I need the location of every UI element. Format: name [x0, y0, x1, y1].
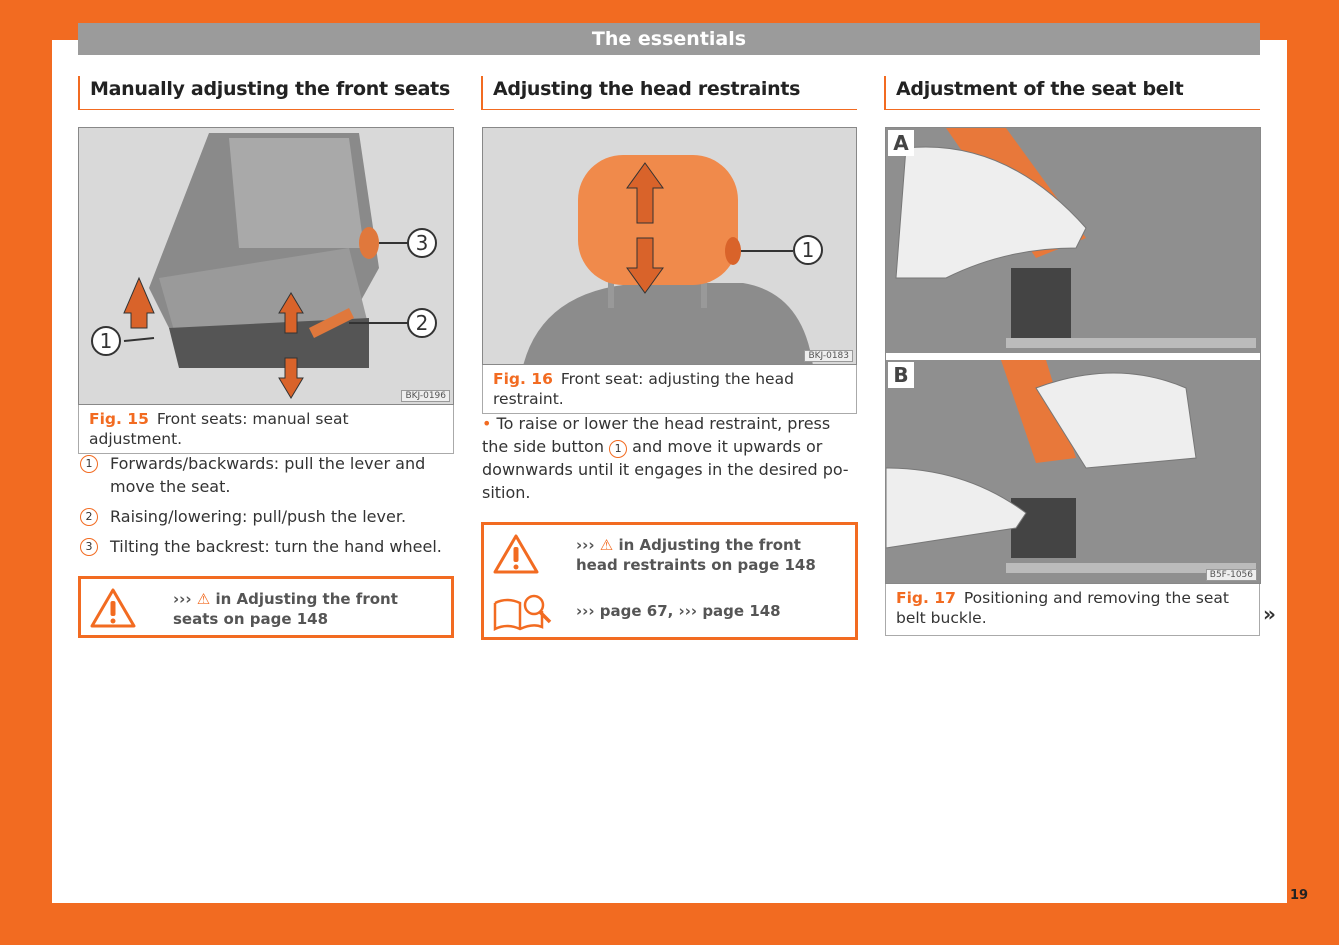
figure-seat-belt: A B B5F-1056 — [885, 127, 1261, 584]
ref-arrows: ››› — [173, 590, 192, 608]
callout-1: 1 — [793, 235, 823, 265]
callout-1: 1 — [91, 326, 121, 356]
figure-code: BKJ-0183 — [804, 350, 853, 362]
caption-text: Positioning and removing the seat belt b… — [896, 589, 1229, 627]
list-item: 2 Raising/lowering: pull/push the lever. — [78, 505, 454, 528]
ref-arrows: ››› — [576, 536, 595, 554]
caption-text: Front seat: adjusting the head restraint… — [493, 370, 794, 408]
list-item: 3 Tilting the backrest: turn the hand whe… — [78, 535, 454, 558]
number-badge: 1 — [609, 440, 628, 458]
section-header: The essentials — [78, 23, 1260, 55]
warning-icon — [90, 588, 136, 628]
head-restraint-illustration — [523, 155, 813, 364]
seat-illustration — [123, 133, 409, 399]
callout-2: 2 — [407, 308, 437, 338]
warning-box: ››› ⚠ in Adjusting the front seats on pa… — [78, 576, 454, 638]
warning-small-icon: ⚠ — [599, 536, 614, 554]
figure-code: B5F-1056 — [1205, 569, 1257, 581]
figure-label: Fig. 16 — [493, 370, 553, 388]
figure-seat: 1 2 3 BKJ-0196 — [78, 127, 454, 405]
heading: Adjustment of the seat belt — [884, 76, 1260, 110]
item-text: Raising/lowering: pull/push the lever. — [110, 507, 407, 526]
page-number: 19 — [1290, 888, 1309, 903]
list-item: 1 Forwards/backwards: pull the lever and … — [78, 452, 454, 498]
heading: Manually adjusting the front seats — [78, 76, 454, 110]
warning-small-icon: ⚠ — [196, 590, 211, 608]
section-head-restraints: Adjusting the head restraints — [481, 76, 857, 110]
warning-box: ››› ⚠ in Adjusting the front head re­str… — [481, 522, 858, 640]
panel-label-b: B — [888, 362, 914, 388]
panel-label-a: A — [888, 130, 914, 156]
warning-text: in Adjusting the front seats on page 148 — [173, 590, 398, 628]
item-text: Tilting the backrest: turn the hand whee… — [110, 537, 442, 556]
head-restraint-text: • To raise or lower the head restraint, … — [482, 412, 857, 504]
figure-code: BKJ-0196 — [401, 390, 450, 402]
figure-head-restraint: 1 BKJ-0183 — [482, 127, 857, 365]
caption-text: Front seats: manual seat adjustment. — [89, 410, 349, 448]
number-badge: 2 — [80, 508, 98, 526]
warning-icon — [493, 534, 539, 574]
seat-belt-illustration — [886, 128, 1260, 583]
figure-label: Fig. 15 — [89, 410, 149, 428]
warning-text: in Adjusting the front head re­straints … — [576, 536, 816, 574]
bullet: • — [482, 414, 492, 433]
callout-3: 3 — [407, 228, 437, 258]
warning-link[interactable]: ››› ⚠ in Adjusting the front seats on pa… — [173, 589, 443, 629]
adjustment-list: 1 Forwards/backwards: pull the lever and … — [78, 452, 454, 565]
body-text: To raise or lower the head restraint, pr… — [482, 414, 831, 456]
item-text: Forwards/backwards: pull the lever and m… — [110, 454, 426, 496]
continued-marker: » — [1263, 602, 1276, 626]
page-references[interactable]: ››› page 67, ››› page 148 — [576, 602, 781, 620]
figure-label: Fig. 17 — [896, 589, 956, 607]
number-badge: 3 — [80, 538, 98, 556]
body-text: and move it upwards or downwards until i… — [482, 437, 849, 502]
warning-link[interactable]: ››› ⚠ in Adjusting the front head re­str… — [576, 535, 846, 575]
number-badge: 1 — [80, 455, 98, 473]
heading: Adjusting the head restraints — [481, 76, 857, 110]
section-seat-belt: Adjustment of the seat belt — [884, 76, 1260, 110]
book-search-icon — [493, 594, 552, 632]
section-front-seats: Manually adjusting the front seats — [78, 76, 454, 110]
